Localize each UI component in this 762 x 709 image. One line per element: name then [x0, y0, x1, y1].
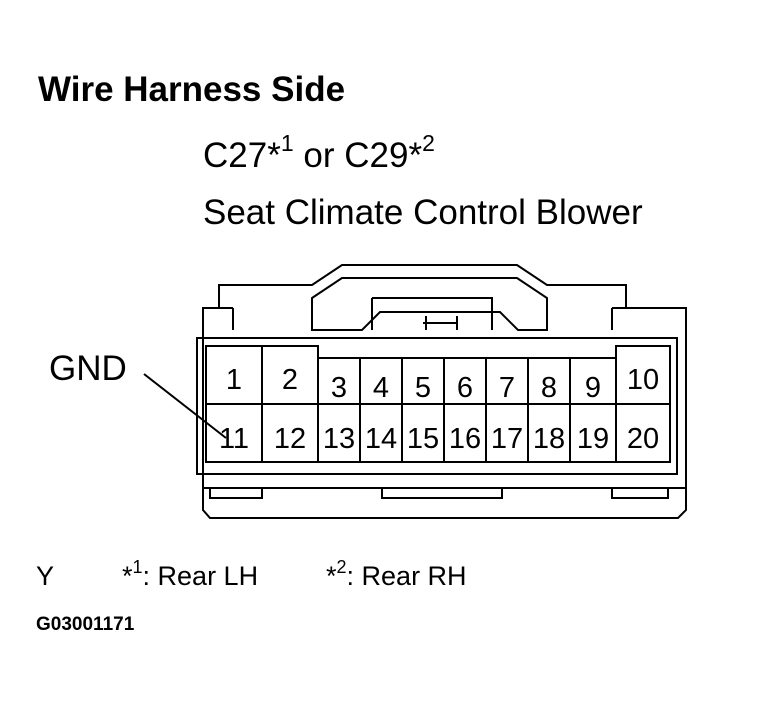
pin-label-20: 20 — [627, 423, 659, 455]
pin-label-18: 18 — [533, 423, 565, 455]
pin-label-14: 14 — [365, 423, 397, 455]
wire-color-code: Y — [36, 561, 55, 591]
diagram-title: Wire Harness Side — [38, 70, 346, 109]
bottom-key-center — [381, 488, 503, 499]
pin-label-15: 15 — [407, 423, 439, 455]
bottom-key-left — [209, 488, 263, 499]
connector-housing — [202, 264, 687, 519]
pin-label-2: 2 — [282, 364, 298, 396]
connector-codes: C27*1 or C29*2 — [203, 132, 435, 176]
footnote-ref-1: 1 — [280, 130, 294, 156]
pin-label-7: 7 — [499, 372, 515, 404]
pin-label-16: 16 — [449, 423, 481, 455]
footnote-2-ref: 2 — [336, 557, 347, 577]
footnote-mark-1: * — [267, 136, 281, 175]
bottom-key-right — [611, 488, 669, 499]
pin-label-10: 10 — [627, 364, 659, 396]
footnote-1: *1: Rear LH — [122, 558, 259, 592]
gnd-leader-line — [143, 373, 227, 439]
footnote-mark-2: * — [408, 136, 423, 175]
pin-cell-20 — [615, 403, 671, 463]
pin-label-8: 8 — [541, 372, 557, 404]
footnote-2: *2: Rear RH — [326, 558, 467, 592]
connector-code-c27: C27 — [203, 136, 268, 175]
pin-label-4: 4 — [373, 372, 389, 404]
footnote-1-ref: 1 — [132, 557, 143, 577]
connector-name: Seat Climate Control Blower — [203, 193, 643, 232]
pin-label-17: 17 — [491, 423, 523, 455]
footnote-1-mark: * — [122, 561, 133, 591]
footnote-2-text: : Rear RH — [346, 561, 467, 591]
footnote-ref-2: 2 — [422, 130, 435, 156]
footnote-1-text: : Rear LH — [142, 561, 259, 591]
pin-label-3: 3 — [331, 372, 347, 404]
pin-label-19: 19 — [577, 423, 609, 455]
pin-label-9: 9 — [585, 372, 601, 404]
figure-code: G03001171 — [36, 614, 135, 635]
pin-label-11: 11 — [219, 423, 249, 455]
lock-tab — [311, 277, 548, 331]
lock-inner — [371, 297, 493, 330]
connector-code-c29: C29 — [344, 136, 409, 175]
pin-label-1: 1 — [226, 364, 242, 396]
connector-or-text: or — [293, 136, 345, 175]
connector-face — [196, 337, 678, 475]
footnote-2-mark: * — [326, 561, 337, 591]
pin-label-6: 6 — [457, 372, 473, 404]
pin-label-5: 5 — [415, 372, 431, 404]
pin-label-12: 12 — [274, 423, 306, 455]
pin-label-13: 13 — [323, 423, 355, 455]
gnd-label: GND — [49, 349, 127, 388]
